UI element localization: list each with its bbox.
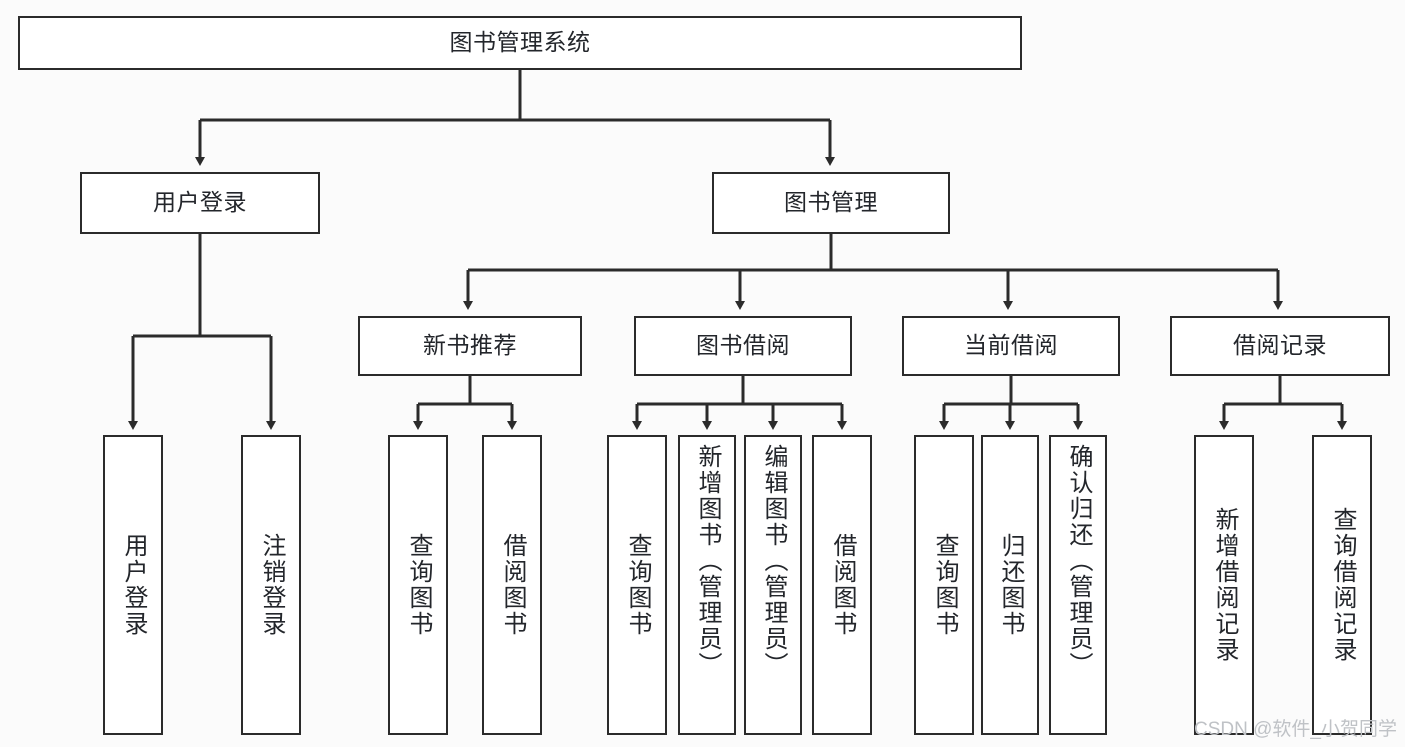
node-leaf-edit-book[interactable]: 编辑图书（管理员） xyxy=(744,435,802,735)
node-leaf-query-record[interactable]: 查询借阅记录 xyxy=(1312,435,1372,735)
node-root[interactable]: 图书管理系统 xyxy=(18,16,1022,70)
node-leaf-user-login[interactable]: 用户登录 xyxy=(103,435,163,735)
node-leaf-query-book-3-label: 查询图书 xyxy=(931,533,958,637)
node-root-label: 图书管理系统 xyxy=(449,29,591,56)
node-new-book-recommend-label: 新书推荐 xyxy=(423,332,517,359)
node-leaf-query-book-2[interactable]: 查询图书 xyxy=(607,435,667,735)
node-leaf-query-book-1[interactable]: 查询图书 xyxy=(388,435,448,735)
node-borrow-record-label: 借阅记录 xyxy=(1233,332,1327,359)
watermark-label: CSDN @软件_小贺同学 xyxy=(1194,719,1397,740)
node-user-login[interactable]: 用户登录 xyxy=(80,172,320,234)
node-new-book-recommend[interactable]: 新书推荐 xyxy=(358,316,582,376)
node-user-login-label: 用户登录 xyxy=(153,189,247,216)
node-leaf-logout[interactable]: 注销登录 xyxy=(241,435,301,735)
node-leaf-borrow-book-2[interactable]: 借阅图书 xyxy=(812,435,872,735)
node-book-manage[interactable]: 图书管理 xyxy=(712,172,950,234)
node-book-manage-label: 图书管理 xyxy=(784,189,878,216)
node-leaf-add-record[interactable]: 新增借阅记录 xyxy=(1194,435,1254,735)
node-leaf-borrow-book-1[interactable]: 借阅图书 xyxy=(482,435,542,735)
node-book-borrow[interactable]: 图书借阅 xyxy=(634,316,852,376)
node-leaf-edit-book-label: 编辑图书（管理员） xyxy=(760,444,787,678)
node-leaf-query-record-label: 查询借阅记录 xyxy=(1329,507,1356,663)
node-leaf-add-book-label: 新增图书（管理员） xyxy=(694,444,721,678)
node-borrow-record[interactable]: 借阅记录 xyxy=(1170,316,1390,376)
node-leaf-confirm-return-label: 确认归还（管理员） xyxy=(1065,444,1092,678)
node-leaf-add-book[interactable]: 新增图书（管理员） xyxy=(678,435,736,735)
node-leaf-confirm-return[interactable]: 确认归还（管理员） xyxy=(1049,435,1107,735)
node-leaf-add-record-label: 新增借阅记录 xyxy=(1211,507,1238,663)
node-leaf-return-book-label: 归还图书 xyxy=(997,533,1024,637)
node-leaf-borrow-book-2-label: 借阅图书 xyxy=(829,533,856,637)
node-leaf-borrow-book-1-label: 借阅图书 xyxy=(499,533,526,637)
node-leaf-logout-label: 注销登录 xyxy=(258,533,285,637)
node-current-borrow-label: 当前借阅 xyxy=(964,332,1058,359)
node-book-borrow-label: 图书借阅 xyxy=(696,332,790,359)
node-leaf-query-book-2-label: 查询图书 xyxy=(624,533,651,637)
node-current-borrow[interactable]: 当前借阅 xyxy=(902,316,1120,376)
node-leaf-query-book-1-label: 查询图书 xyxy=(405,533,432,637)
node-leaf-query-book-3[interactable]: 查询图书 xyxy=(914,435,974,735)
node-leaf-return-book[interactable]: 归还图书 xyxy=(981,435,1039,735)
node-leaf-user-login-label: 用户登录 xyxy=(120,533,147,637)
